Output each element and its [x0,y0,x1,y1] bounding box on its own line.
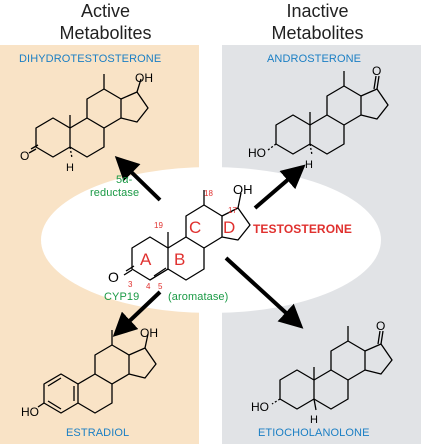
aromatase-label: (aromatase) [168,291,229,303]
ring-d-label: D [223,218,235,237]
reductase-label-line2: reductase [90,187,140,199]
estradiol-phenol-hydroxyl: HO [21,405,39,419]
androsterone-structure [267,71,389,156]
ring-a-label: A [140,250,152,269]
androsterone-label: ANDROSTERONE [267,53,362,65]
inactive-metabolites-header: Inactive Metabolites [212,0,423,44]
dht-oxygen: O [20,149,29,163]
etiocholanolone-oxygen: O [376,319,385,333]
androsterone-oxygen: O [372,64,381,78]
dht-hydroxyl: OH [135,71,153,85]
estradiol-hydroxyl: OH [140,326,158,340]
carbon-19-label: 19 [154,221,163,230]
arrow-to-estradiol [112,290,162,337]
active-metabolites-header: Active Metabolites [0,0,211,44]
carbon-17-label: 17 [228,206,237,215]
androsterone-hydroxyl: HO [248,146,266,160]
carbon-4-label: 4 [146,282,151,291]
testosterone-structure [123,190,251,281]
cyp19-label: CYP19 [104,291,140,303]
androsterone-hydrogen: H [305,159,313,171]
inactive-header-line2: Metabolites [271,23,364,43]
arrow-to-dihydrotestosterone [114,156,162,202]
testosterone-oval [41,167,381,313]
dihydrotestosterone-label: DIHYDROTESTOSTERONE [19,53,162,65]
etiocholanolone-structure [271,326,393,411]
etiocholanolone-hydroxyl: HO [251,400,269,414]
etiocholanolone-hydrogen: H [310,414,318,426]
inactive-header-line1: Inactive [286,1,349,21]
carbon-18-label: 18 [204,189,213,198]
estradiol-structure [37,330,157,414]
reductase-label-line1: 5α- [116,174,133,186]
active-header-line1: Active [80,1,131,21]
testosterone-label: TESTOSTERONE [253,222,352,236]
testosterone-hydroxyl: OH [233,182,253,197]
carbon-5-label: 5 [158,282,163,291]
testosterone-oxygen: O [108,269,119,285]
arrow-to-etiocholanolone [224,256,304,329]
carbon-3-label: 3 [128,280,133,289]
etiocholanolone-label: ETIOCHOLANOLONE [258,427,370,439]
arrow-to-androsterone [253,164,306,210]
active-header-line2: Metabolites [59,23,152,43]
dht-hydrogen: H [66,162,74,174]
estradiol-label: ESTRADIOL [66,427,130,439]
ring-b-label: B [174,250,185,269]
ring-c-label: C [189,218,201,237]
dihydrotestosterone-structure [28,74,149,159]
